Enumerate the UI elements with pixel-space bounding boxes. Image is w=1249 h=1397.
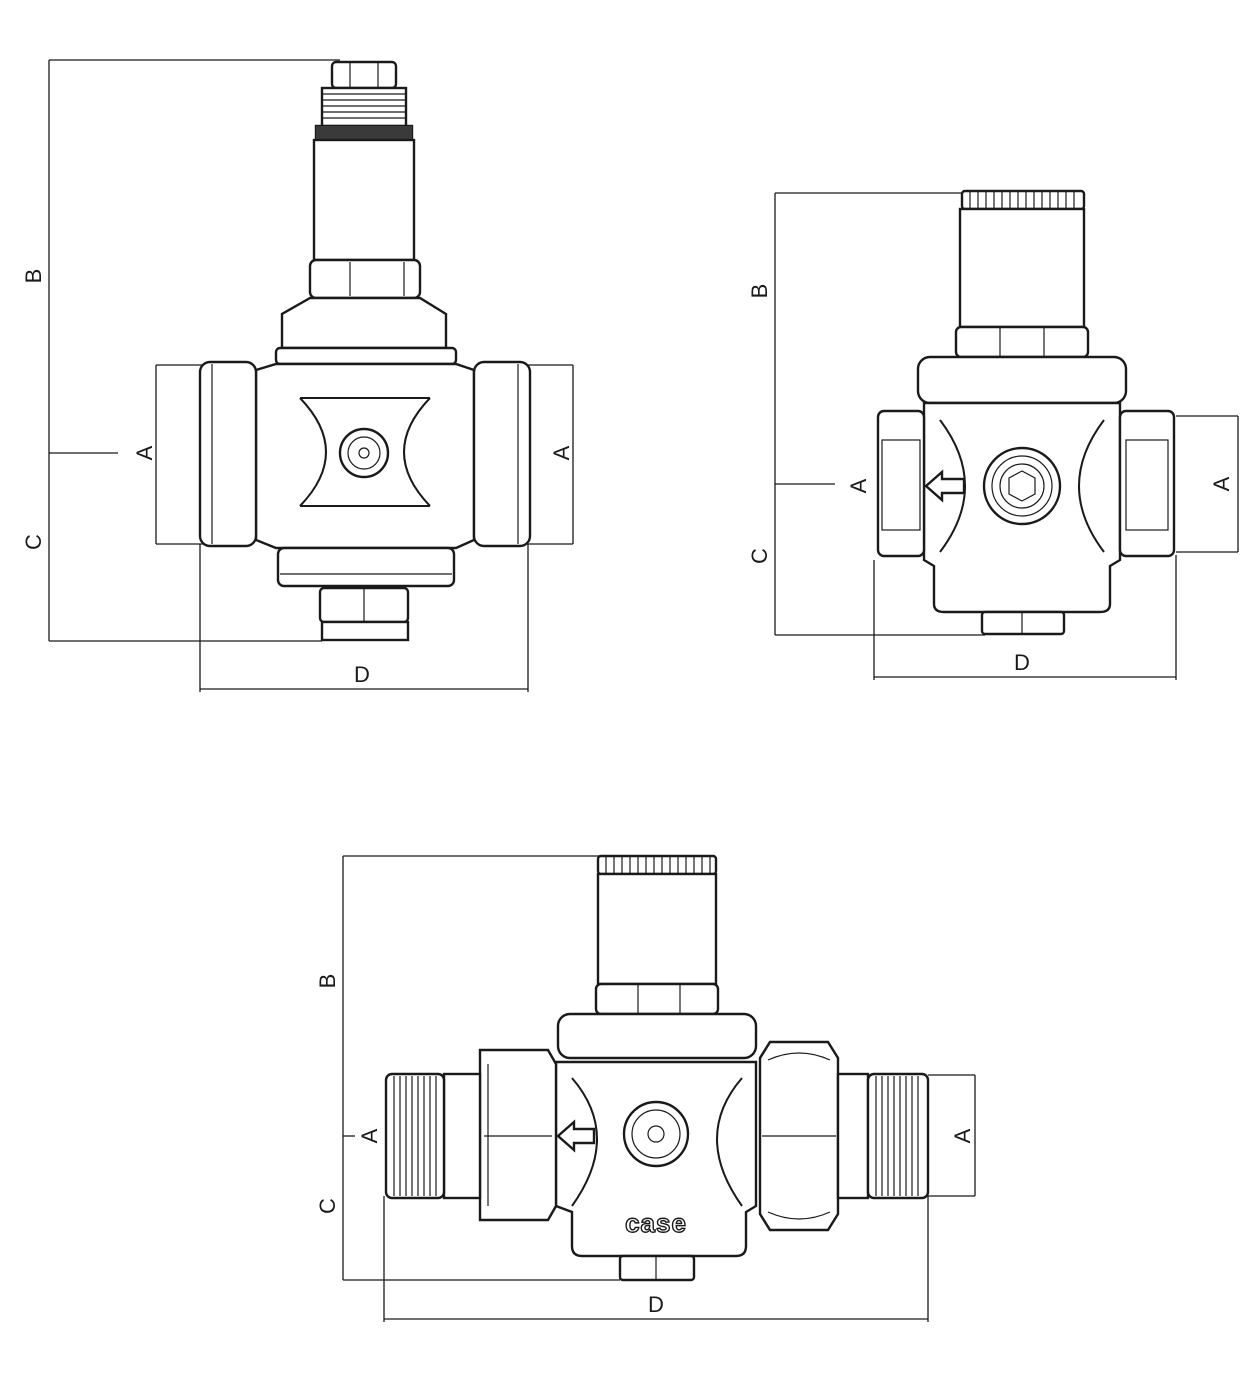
dim-label-a-left-view-2: A [846, 478, 871, 493]
dimension-lines-view-3 [342, 855, 976, 1322]
dim-label-a-right-view-1: A [549, 445, 574, 460]
cap-knurl-view-3 [605, 856, 711, 874]
valve-view-1: B C A A D [21, 59, 574, 692]
dim-label-b-view-1: B [21, 269, 46, 284]
dim-label-d-view-3: D [648, 1292, 664, 1317]
brand-logo: case [625, 1208, 687, 1238]
dim-label-a-left-view-3: A [357, 1128, 382, 1143]
dim-label-c-view-2: C [747, 548, 772, 564]
flow-arrow-icon-view-3 [556, 1119, 596, 1153]
valve-view-2: B C A A D [747, 189, 1239, 680]
dim-label-b-view-2: B [747, 284, 772, 299]
valve-body-view-2 [876, 189, 1176, 636]
dim-label-a-left-view-1: A [132, 445, 157, 460]
dim-label-d-view-1: D [354, 662, 370, 687]
valve-body-view-1 [198, 60, 532, 642]
dim-label-c-view-1: C [21, 534, 46, 550]
dim-label-c-view-3: C [315, 1198, 340, 1214]
dimension-lines-view-2 [774, 192, 1239, 680]
dimension-lines-view-1 [48, 59, 574, 692]
dim-label-a-right-view-2: A [1209, 476, 1234, 491]
flow-arrow-icon-view-2 [924, 469, 966, 503]
valve-body-view-3: case [384, 854, 930, 1282]
left-threads-view-3 [393, 1076, 437, 1196]
dim-label-b-view-3: B [315, 974, 340, 989]
right-threads-view-3 [875, 1076, 919, 1196]
dim-label-d-view-2: D [1014, 650, 1030, 675]
stem-threads-view-1 [322, 93, 406, 119]
dim-label-a-right-view-3: A [950, 1128, 975, 1143]
cap-knurl-view-2 [969, 191, 1075, 209]
valve-view-3: B C A A D [315, 854, 976, 1322]
